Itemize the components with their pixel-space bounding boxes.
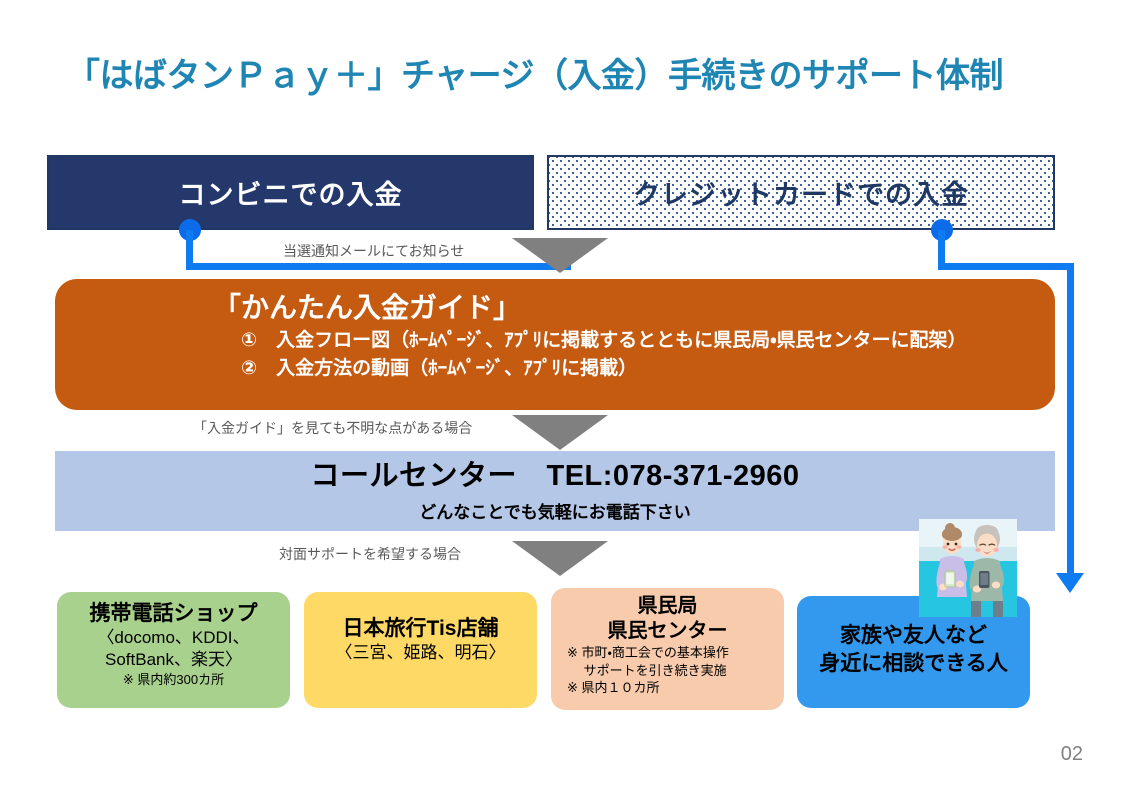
guide-title: 「かんたん入金ガイド」	[213, 292, 522, 323]
nta-tis-sub: 〈三宮、姫路、明石〉	[335, 643, 506, 663]
page-number: 02	[1060, 743, 1083, 765]
guide-item-1: ① 入金フロー図（ﾎｰﾑﾍﾟｰｼﾞ、ｱﾌﾟﾘに掲載するとともに県民局・県民センタ…	[241, 329, 967, 351]
box-convenience-store-label: コンビニでの入金	[178, 180, 403, 210]
mobile-shop-note: ※ 県内約300カ所	[122, 672, 225, 688]
kenminkyoku-note-2: サポートを引き続き実施	[567, 662, 727, 678]
box-convenience-store-payment: コンビニでの入金	[47, 155, 534, 230]
family-friends-line-2: 身近に相談できる人	[819, 652, 1008, 676]
connector-line-convenience-horizontal	[186, 263, 571, 270]
step-note-unclear-points: 「入金ガイド」を見ても不明な点がある場合	[193, 420, 473, 436]
flow-arrow-1	[512, 238, 608, 273]
connector-line-credit-vertical-top	[938, 230, 945, 263]
family-friends-line-1: 家族や友人など	[840, 624, 987, 647]
connector-line-credit-vertical-right	[1067, 263, 1074, 580]
box-credit-card-label: クレジットカードでの入金	[633, 180, 969, 210]
box-call-center: コールセンター TEL:078-371-2960 どんなことでも気軽にお電話下さ…	[55, 451, 1055, 531]
connector-line-credit-horizontal	[938, 263, 1074, 270]
box-nta-tis-store: 日本旅行Tis店舗 〈三宮、姫路、明石〉	[304, 592, 537, 708]
step-note-in-person-support: 対面サポートを希望する場合	[279, 546, 461, 562]
kenminkyoku-note-1: ※ 市町・商工会での基本操作	[567, 645, 729, 660]
two-people-smartphones-illustration	[919, 519, 1017, 617]
guide-item-2: ② 入金方法の動画（ﾎｰﾑﾍﾟｰｼﾞ、ｱﾌﾟﾘに掲載）	[241, 358, 638, 380]
connector-arrowhead-credit	[1056, 573, 1084, 593]
box-kenminkyoku-center: 県民局 県民センター ※ 市町・商工会での基本操作 サポートを引き続き実施 ※ …	[551, 588, 784, 710]
box-credit-card-payment: クレジットカードでの入金	[547, 155, 1055, 230]
call-center-subtitle: どんなことでも気軽にお電話下さい	[419, 502, 691, 522]
mobile-shop-sub-1: 〈docomo、KDDI、	[97, 628, 250, 648]
box-mobile-phone-shop: 携帯電話ショップ 〈docomo、KDDI、 SoftBank、楽天〉 ※ 県内…	[57, 592, 290, 708]
box-easy-payment-guide: 「かんたん入金ガイド」 ① 入金フロー図（ﾎｰﾑﾍﾟｰｼﾞ、ｱﾌﾟﾘに掲載すると…	[55, 279, 1055, 410]
kenminkyoku-title-1: 県民局	[637, 595, 698, 617]
page-title: 「はばタンＰａｙ＋」チャージ（入金）手続きのサポート体制	[66, 57, 1003, 95]
step-note-notification: 当選通知メールにてお知らせ	[283, 243, 465, 259]
flow-arrow-2	[512, 415, 608, 450]
nta-tis-title: 日本旅行Tis店舗	[342, 617, 499, 640]
call-center-phone: コールセンター TEL:078-371-2960	[310, 460, 800, 493]
kenminkyoku-note-3: ※ 県内１０カ所	[567, 680, 660, 696]
mobile-shop-title: 携帯電話ショップ	[89, 602, 258, 625]
mobile-shop-sub-2: SoftBank、楽天〉	[105, 650, 242, 670]
flow-arrow-3	[512, 541, 608, 576]
kenminkyoku-title-2: 県民センター	[607, 620, 728, 642]
connector-line-convenience-vertical	[186, 230, 193, 270]
